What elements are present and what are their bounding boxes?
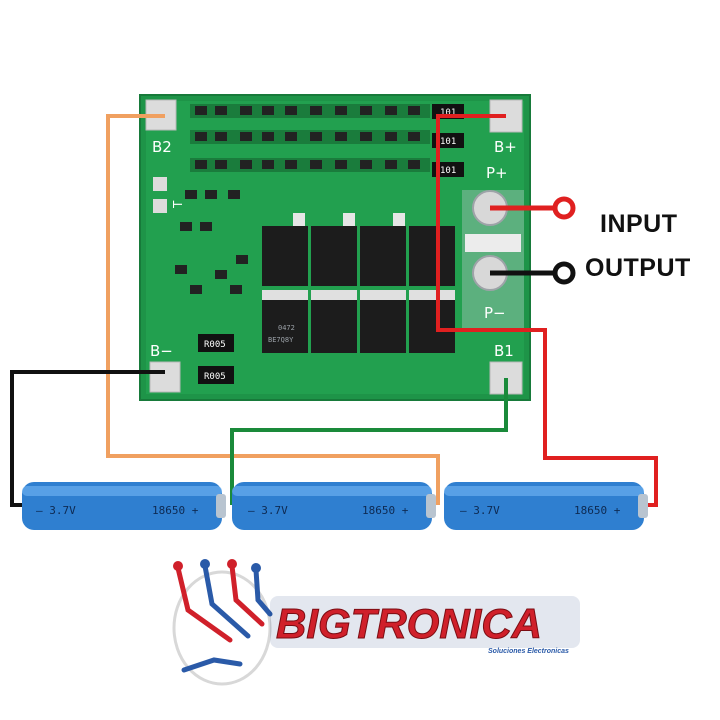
logo-banner <box>270 596 580 648</box>
battery-cell-1-model: 18650 + <box>152 504 199 517</box>
resistor-2-code: 101 <box>440 137 456 147</box>
label-b2: B2 <box>152 138 172 156</box>
battery-cell-3-voltage: – 3.7V <box>460 504 500 517</box>
battery-cell-3: – 3.7V 18650 + <box>444 482 648 530</box>
smd-rows <box>175 104 430 294</box>
battery-cell-2-voltage: – 3.7V <box>248 504 288 517</box>
wire-orange <box>106 114 440 505</box>
battery-cell-2: – 3.7V 18650 + <box>232 482 436 530</box>
wires <box>10 114 658 507</box>
shunt-resistor-1 <box>198 334 234 352</box>
input-terminal-ring <box>552 196 576 220</box>
label-b-minus: B− <box>150 342 173 360</box>
bms-board: 101 101 101 0472 BE7Q8Y R005 <box>139 94 531 401</box>
label-p-plus: P+ <box>486 164 508 182</box>
battery-cell-1: – 3.7V 18650 + <box>22 482 226 530</box>
mosfet-row-top <box>262 213 455 286</box>
resistor-1-code: 101 <box>440 108 456 118</box>
shunt-resistor-2 <box>198 366 234 384</box>
pad-t1 <box>153 177 167 191</box>
p-terminal-gap <box>465 234 521 252</box>
battery-cells: – 3.7V 18650 + – 3.7V 18650 + – 3.7V 186… <box>22 482 648 530</box>
battery-cell-1-voltage: – 3.7V <box>36 504 76 517</box>
label-b-plus: B+ <box>494 138 517 156</box>
shunt-1-code: R005 <box>204 340 226 350</box>
battery-cell-3-model: 18650 + <box>574 504 621 517</box>
wire-green <box>230 378 508 505</box>
pad-b-minus <box>149 361 181 393</box>
logo-tagline: Soluciones Electronicas <box>488 648 569 655</box>
input-label: INPUT <box>600 210 678 238</box>
battery-cell-2-model: 18650 + <box>362 504 409 517</box>
wire-red-bplus <box>436 114 658 507</box>
resistor-3-code: 101 <box>440 166 456 176</box>
label-p-minus: P− <box>484 304 506 322</box>
label-b1: B1 <box>494 342 514 360</box>
mosfet-marking-top: 0472 <box>278 324 295 332</box>
mosfet-row-bottom <box>262 290 455 353</box>
label-t: T <box>171 200 185 209</box>
circuit-emblem-icon <box>172 559 273 686</box>
shunt-2-code: R005 <box>204 372 226 382</box>
pad-t2 <box>153 199 167 213</box>
wire-black <box>10 370 165 507</box>
output-terminal-ring <box>552 261 576 285</box>
logo-name: BIGTRONICA <box>276 600 542 647</box>
output-label: OUTPUT <box>585 254 691 282</box>
mosfet-marking-bottom: BE7Q8Y <box>268 336 294 344</box>
bigtronica-logo: BIGTRONICA Soluciones Electronicas <box>172 559 580 686</box>
